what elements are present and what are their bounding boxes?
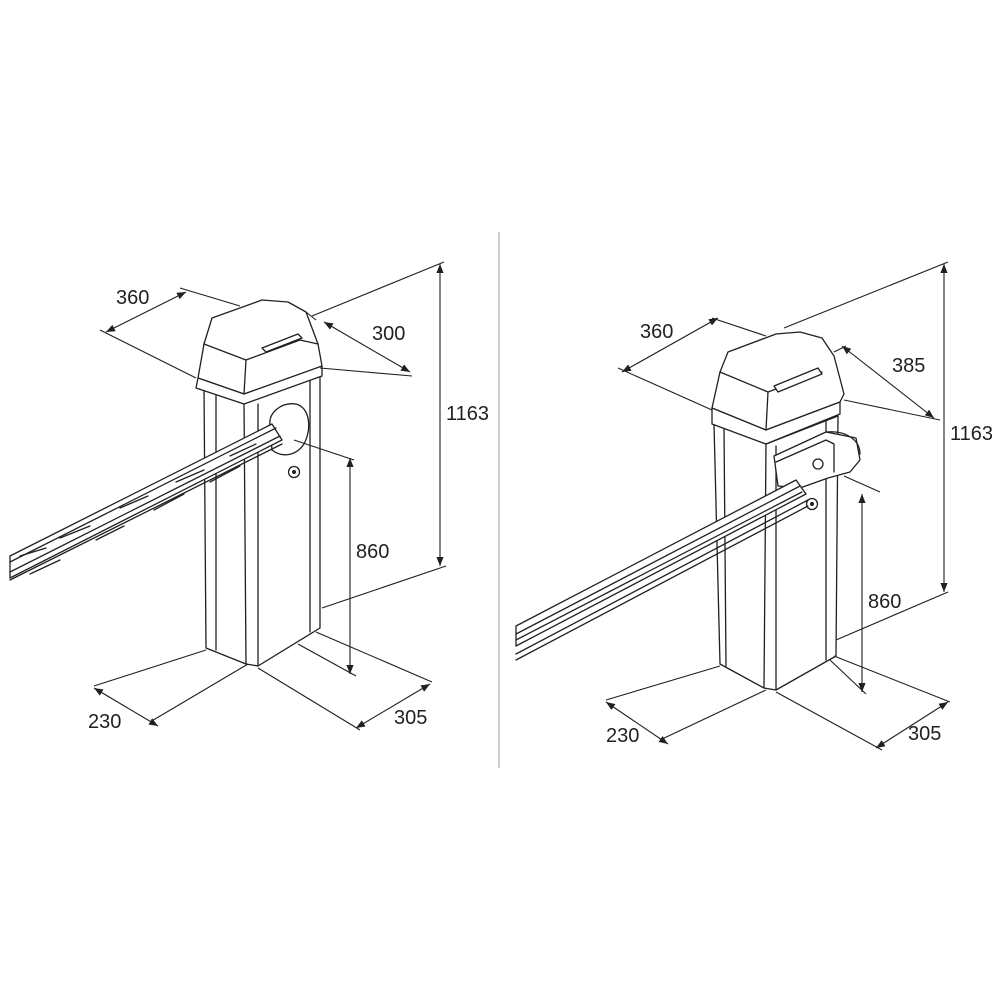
right-boom-arm — [515, 479, 809, 661]
right-dim-860: 860 — [829, 475, 901, 695]
left-dim-860: 860 — [293, 439, 389, 677]
left-dim-300: 300 — [305, 311, 413, 377]
right-base-depth-label: 305 — [908, 723, 941, 745]
left-barrier-view: 360 300 1163 860 230 — [9, 261, 489, 733]
left-width-label: 360 — [116, 287, 149, 309]
right-dim-385: 385 — [833, 345, 941, 421]
left-base-width-label: 230 — [88, 711, 121, 733]
right-width-label: 360 — [640, 321, 673, 343]
right-dim-360: 360 — [617, 317, 767, 411]
right-barrier-view: 360 385 1163 860 230 — [515, 261, 993, 751]
right-dim-230: 230 — [605, 665, 767, 747]
left-dim-1163: 1163 — [311, 261, 489, 609]
left-height-label: 1163 — [446, 403, 489, 425]
right-dim-1163: 1163 — [783, 261, 993, 641]
left-boom-arm — [9, 423, 283, 581]
left-dim-230: 230 — [88, 649, 249, 733]
left-boom-height-label: 860 — [356, 541, 389, 563]
left-depth-label: 300 — [372, 323, 405, 345]
right-height-label: 1163 — [950, 423, 993, 445]
left-cabinet — [195, 299, 323, 667]
right-base-width-label: 230 — [606, 725, 639, 747]
right-dim-305: 305 — [775, 655, 951, 751]
right-boom-height-label: 860 — [868, 591, 901, 613]
right-cabinet — [711, 331, 861, 691]
left-base-depth-label: 305 — [394, 707, 427, 729]
left-dim-360: 360 — [99, 287, 241, 379]
left-dim-305: 305 — [257, 631, 433, 731]
right-depth-label: 385 — [892, 355, 925, 377]
